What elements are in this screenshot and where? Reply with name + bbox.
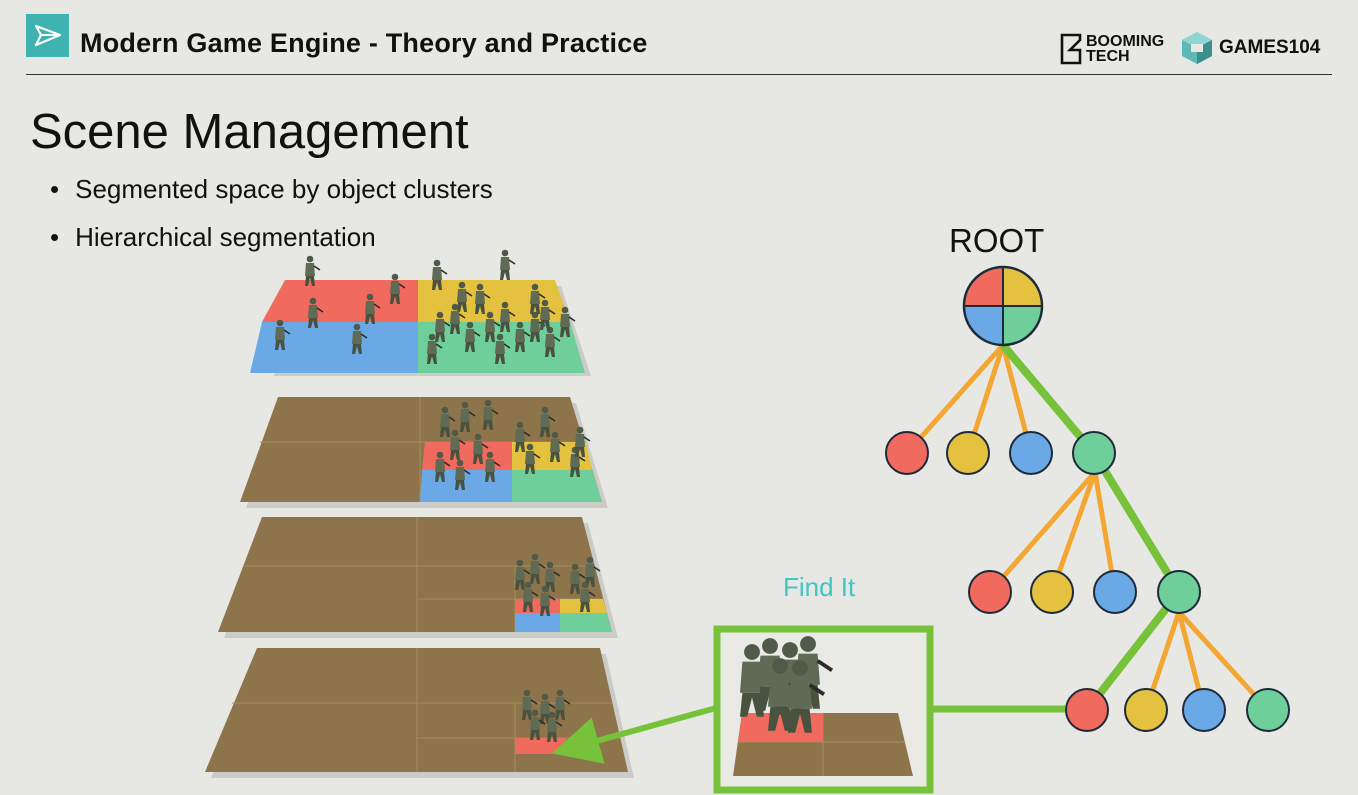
root-node: [962, 265, 1044, 347]
course-logo-icon: [26, 14, 69, 57]
node-green: [1157, 570, 1201, 614]
node-blue: [1093, 570, 1137, 614]
segmentation-layer-4: [205, 648, 634, 778]
games104-cube-icon: [1182, 32, 1212, 64]
node-red-found: [1065, 688, 1109, 732]
node-yellow: [1030, 570, 1074, 614]
bullet-item: Segmented space by object clusters: [50, 172, 493, 220]
slide-header: Modern Game Engine - Theory and Practice…: [0, 0, 1358, 78]
page-title: Scene Management: [30, 105, 469, 159]
booming-tech-logo-icon: [1060, 33, 1082, 65]
node-green: [1072, 431, 1116, 475]
course-title: Modern Game Engine - Theory and Practice: [80, 28, 648, 58]
header-divider: [26, 74, 1332, 75]
games104-wordmark: GAMES104: [1219, 37, 1321, 58]
node-blue: [1009, 431, 1053, 475]
bullet-item: Hierarchical segmentation: [50, 220, 493, 268]
node-yellow: [946, 431, 990, 475]
node-blue: [1182, 688, 1226, 732]
find-it-label: Find It: [783, 572, 856, 602]
find-it-inset: [713, 625, 934, 794]
node-red: [968, 570, 1012, 614]
bullet-list: Segmented space by object clusters Hiera…: [50, 172, 493, 268]
root-label: ROOT: [949, 222, 1045, 259]
node-yellow: [1124, 688, 1168, 732]
node-red: [885, 431, 929, 475]
tree-nodes: [885, 265, 1290, 732]
booming-tech-wordmark: BOOMING TECH: [1086, 33, 1165, 65]
segmentation-layer-3: [218, 517, 618, 638]
node-green: [1246, 688, 1290, 732]
